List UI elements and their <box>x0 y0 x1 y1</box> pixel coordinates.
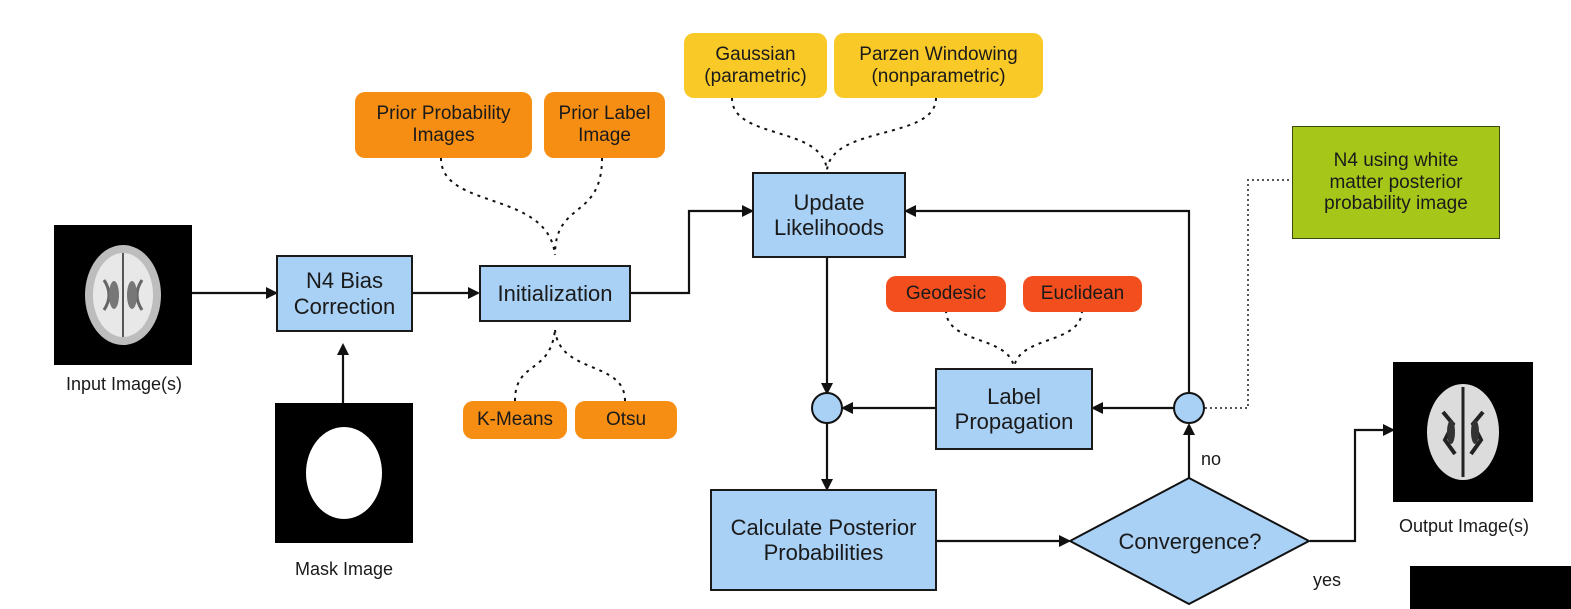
convergence-label: Convergence? <box>1118 529 1262 555</box>
dash-prior-label <box>554 157 603 256</box>
edge-init-update <box>631 205 754 295</box>
output-image <box>1393 362 1533 502</box>
brain-icon <box>85 245 161 345</box>
kmeans-pill: K-Means <box>463 401 567 439</box>
prior-label-pill: Prior Label Image <box>544 92 665 158</box>
split-node <box>1173 392 1205 424</box>
convergence-diamond <box>1067 476 1312 606</box>
euclidean-pill: Euclidean <box>1023 276 1142 312</box>
dash-parzen <box>826 97 937 171</box>
otsu-pill: Otsu <box>575 401 677 439</box>
dash-geodesic <box>945 309 1015 369</box>
label-propagation-box: Label Propagation <box>935 368 1093 450</box>
edge-conv-output <box>1310 424 1395 543</box>
gaussian-pill: Gaussian (parametric) <box>684 33 827 98</box>
dash-prior-prob <box>440 157 556 256</box>
parzen-pill: Parzen Windowing (nonparametric) <box>834 33 1043 98</box>
input-image-caption: Input Image(s) <box>65 374 183 394</box>
corner-block <box>1410 566 1571 609</box>
mask-image-caption: Mask Image <box>294 559 394 579</box>
segmented-brain-icon <box>1427 384 1499 480</box>
calculate-posterior-box: Calculate Posterior Probabilities <box>710 489 937 591</box>
dash-otsu <box>554 329 626 402</box>
dash-kmeans <box>514 329 556 402</box>
prior-probability-pill: Prior Probability Images <box>355 92 532 158</box>
output-image-caption: Output Image(s) <box>1398 516 1530 536</box>
edge-split-update <box>904 205 1191 393</box>
input-image <box>54 225 192 365</box>
update-likelihoods-box: Update Likelihoods <box>752 172 906 258</box>
mask-image <box>275 403 413 543</box>
dash-gaussian <box>731 97 828 171</box>
dash-n4-white <box>1205 179 1292 409</box>
edge-label-no: no <box>1201 449 1222 469</box>
geodesic-pill: Geodesic <box>886 276 1006 312</box>
edge-label-yes: yes <box>1313 570 1342 590</box>
mask-icon <box>306 427 382 519</box>
dash-euclidean <box>1013 309 1083 369</box>
merge-node <box>811 392 843 424</box>
n4-bias-correction-box: N4 Bias Correction <box>276 255 413 332</box>
n4-white-matter-box: N4 using white matter posterior probabil… <box>1292 126 1500 239</box>
initialization-box: Initialization <box>479 265 631 322</box>
